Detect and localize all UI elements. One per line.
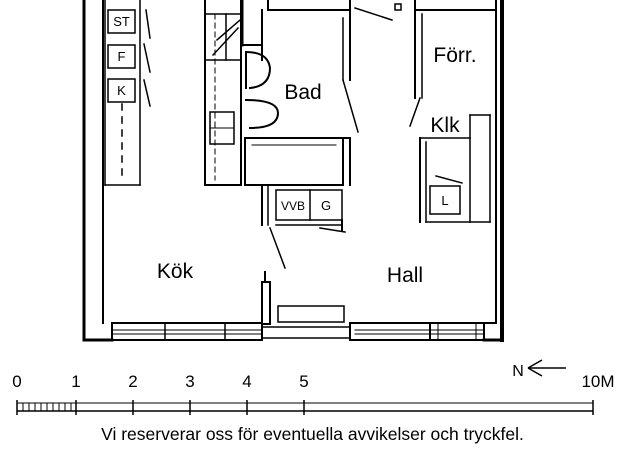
- scale-tick-4: 4: [242, 372, 251, 391]
- floor-plan: ST F K VVB G L Kök Hall Bad Förr. Klk N: [12, 0, 615, 415]
- utility-box: [261, 184, 346, 269]
- kitchen-counter: [104, 0, 151, 186]
- scale-subdivisions: [22, 403, 72, 411]
- scale-end-label: 10M: [581, 372, 614, 391]
- entrance-partition: [261, 271, 345, 325]
- scale-bar: 0 1 2 3 4 5 10M: [12, 372, 615, 415]
- room-label-forr: Förr.: [433, 44, 476, 67]
- scale-tick-0: 0: [12, 372, 21, 391]
- fixture-st-label: ST: [113, 14, 130, 29]
- north-arrow-icon: [527, 359, 566, 377]
- closet-area: [409, 9, 491, 223]
- north-label: N: [512, 363, 524, 380]
- fixture-vvb-label: VVB: [281, 199, 305, 213]
- room-label-bad: Bad: [284, 81, 321, 104]
- scale-tick-5: 5: [299, 372, 308, 391]
- bottom-wall: [111, 322, 497, 341]
- shaft-column: [204, 0, 263, 186]
- north-arrow: N: [512, 359, 566, 380]
- fixture-f-label: F: [118, 49, 126, 64]
- fixture-l-label: L: [441, 193, 448, 208]
- scale-tick-1: 1: [71, 372, 80, 391]
- room-label-kok: Kök: [157, 260, 194, 283]
- scale-tick-2: 2: [128, 372, 137, 391]
- bathroom: [244, 3, 402, 186]
- room-label-klk: Klk: [430, 114, 460, 137]
- fixture-g-label: G: [321, 198, 331, 213]
- fixture-k-label: K: [117, 83, 126, 98]
- room-label-hall: Hall: [387, 264, 423, 287]
- disclaimer-text: Vi reserverar oss för eventuella avvikel…: [101, 424, 524, 444]
- scale-tick-3: 3: [185, 372, 194, 391]
- outer-walls: [82, 0, 504, 342]
